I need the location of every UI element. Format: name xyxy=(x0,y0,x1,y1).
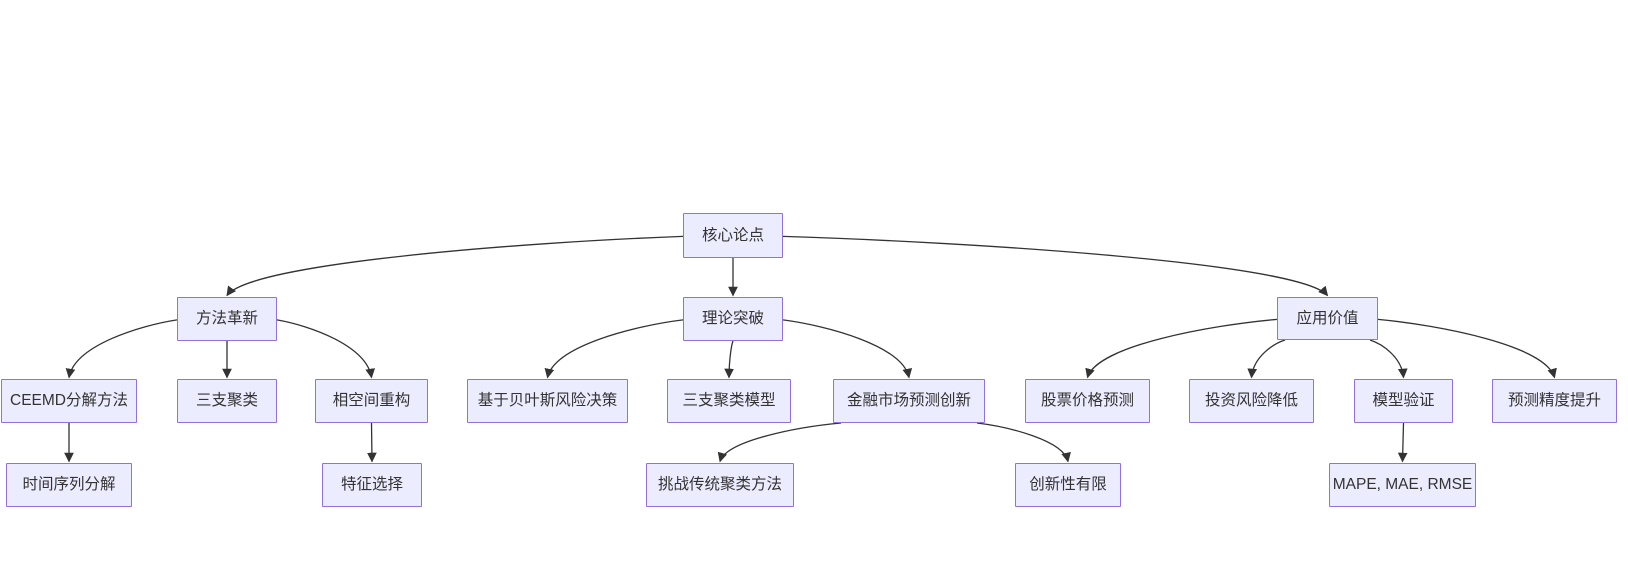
node-method-innovation: 方法革新 xyxy=(177,297,277,341)
node-bayesian-risk-decision: 基于贝叶斯风险决策 xyxy=(467,379,628,423)
node-three-way-clustering: 三支聚类 xyxy=(177,379,277,423)
edge-application-to-accuracy xyxy=(1377,318,1557,379)
node-feature-selection: 特征选择 xyxy=(322,463,422,507)
edge-theory-to-bayes xyxy=(544,319,684,379)
edge-application-to-stock xyxy=(1085,318,1278,379)
node-phase-space-reconstruction: 相空间重构 xyxy=(315,379,428,423)
edge-application-to-risk xyxy=(1247,339,1286,379)
node-ceemd-decomposition-method: CEEMD分解方法 xyxy=(1,379,137,423)
edge-theory-to-fininno xyxy=(782,319,913,379)
edge-fininno-to-challenge xyxy=(717,422,842,463)
node-stock-price-prediction: 股票价格预测 xyxy=(1025,379,1150,423)
edge-root-to-application xyxy=(782,235,1329,297)
node-challenge-traditional-clustering: 挑战传统聚类方法 xyxy=(646,463,794,507)
node-three-way-clustering-model: 三支聚类模型 xyxy=(667,379,791,423)
edge-theory-to-twcmodel xyxy=(724,340,734,379)
node-core-thesis: 核心论点 xyxy=(683,213,783,258)
edge-method-to-ceemd xyxy=(65,319,178,379)
node-evaluation-metrics: MAPE, MAE, RMSE xyxy=(1329,463,1476,507)
edge-root-to-method xyxy=(226,235,684,297)
node-theoretical-breakthrough: 理论突破 xyxy=(683,297,783,341)
edge-fininno-to-novelty xyxy=(976,422,1071,463)
edge-phase-to-feature xyxy=(367,422,377,463)
node-forecast-accuracy-improvement: 预测精度提升 xyxy=(1492,379,1617,423)
node-limited-novelty: 创新性有限 xyxy=(1015,463,1121,507)
edge-method-to-phase xyxy=(276,319,376,379)
node-financial-forecast-innovation: 金融市场预测创新 xyxy=(833,379,985,423)
node-application-value: 应用价值 xyxy=(1277,297,1378,340)
edge-validation-to-metrics xyxy=(1397,422,1408,463)
node-model-validation: 模型验证 xyxy=(1354,379,1453,423)
node-time-series-decomposition: 时间序列分解 xyxy=(6,463,132,507)
node-investment-risk-reduction: 投资风险降低 xyxy=(1189,379,1314,423)
edge-application-to-validation xyxy=(1369,339,1408,379)
